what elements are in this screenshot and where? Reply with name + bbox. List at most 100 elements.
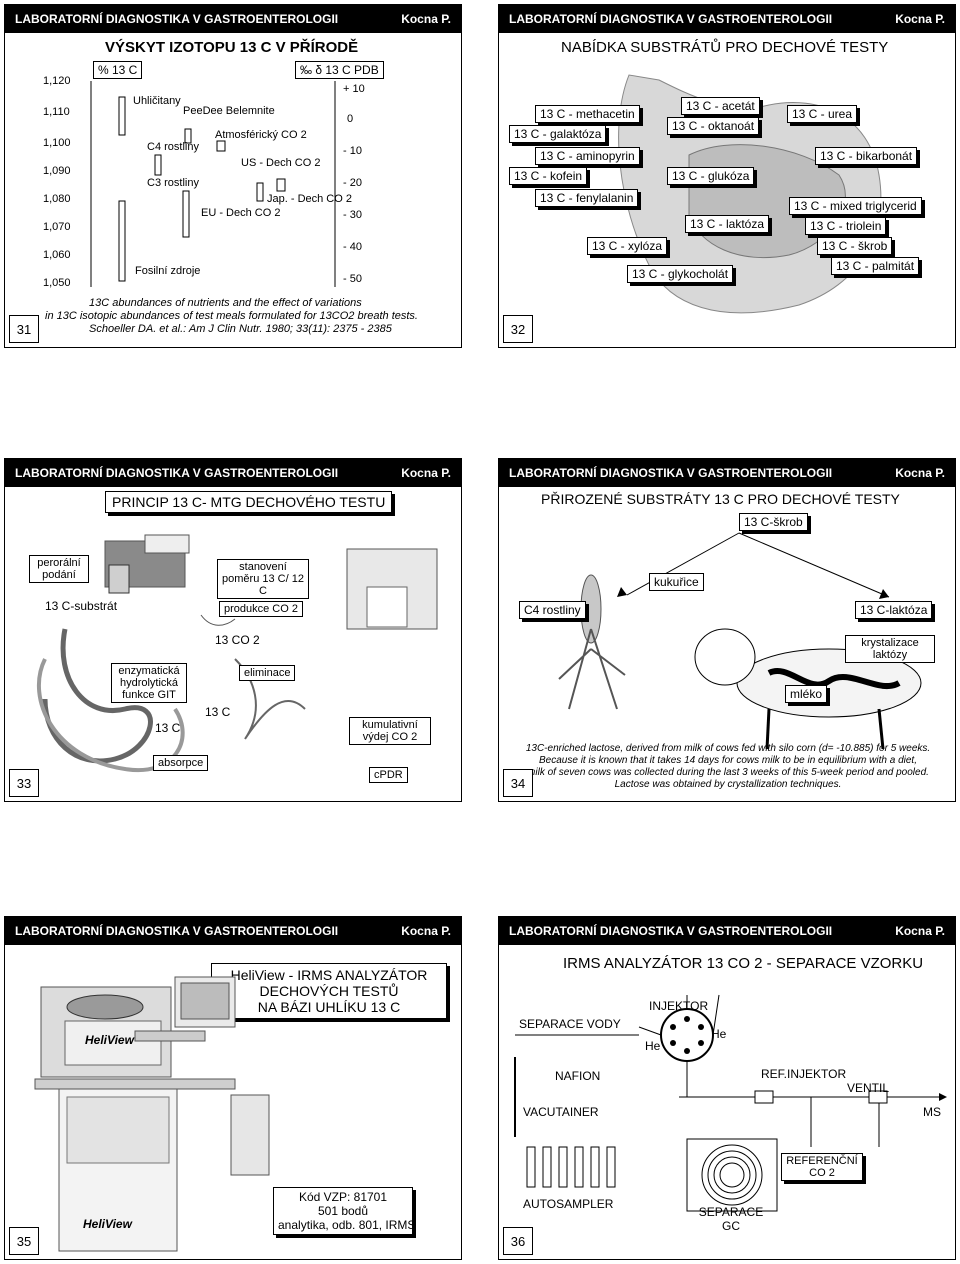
slide-header: LABORATORNÍ DIAGNOSTIKA V GASTROENTEROLO… [499, 459, 955, 487]
water-separation-label: SEPARACE VODY [519, 1017, 621, 1031]
right-tick: - 10 [343, 145, 362, 157]
substrate-glucose: 13 C - glukóza [667, 167, 755, 185]
right-tick: 0 [347, 113, 354, 125]
c13-blood: 13 C [205, 705, 231, 719]
right-tick: - 20 [343, 177, 362, 189]
slide-number: 34 [503, 769, 533, 797]
header-title: LABORATORNÍ DIAGNOSTIKA V GASTROENTEROLO… [15, 12, 339, 26]
left-tick: 1,110 [43, 106, 70, 118]
left-tick: 1,100 [43, 137, 71, 149]
code-line: analytika, odb. 801, IRMS [278, 1218, 416, 1232]
slide-35: LABORATORNÍ DIAGNOSTIKA V GASTROENTEROLO… [4, 916, 462, 1260]
label-pdb: PeeDee Belemnite [183, 105, 275, 117]
substrate-triolein: 13 C - triolein [805, 217, 887, 235]
label-carbonates: Uhličitany [133, 95, 181, 107]
label-eu: EU - Dech CO 2 [201, 207, 281, 219]
header-title: LABORATORNÍ DIAGNOSTIKA V GASTROENTEROLO… [15, 924, 339, 938]
substrate-mixed-triglyceride: 13 C - mixed triglycerid [789, 197, 922, 215]
slide-title: NABÍDKA SUBSTRÁTŮ PRO DECHOVÉ TESTY [561, 39, 889, 56]
oral-administration: perorální podání [29, 555, 89, 583]
enzymatic-function: enzymatická hydrolytická funkce GIT [111, 663, 187, 703]
nafion-label: NAFION [555, 1069, 601, 1083]
cumulative-output: kumulativní výdej CO 2 [349, 717, 431, 745]
ms-label: MS [923, 1105, 941, 1119]
label-fossil: Fosilní zdroje [135, 265, 201, 277]
title-line: DECHOVÝCH TESTŮ [259, 983, 399, 999]
slide-title: PRINCIP 13 C- MTG DECHOVÉHO TESTU [105, 491, 393, 513]
caption: Lactose was obtained by crystallization … [614, 779, 842, 790]
left-tick: 1,080 [43, 193, 71, 205]
left-tick: 1,090 [43, 165, 71, 177]
test-principle-drawing [36, 534, 438, 773]
slide-header: LABORATORNÍ DIAGNOSTIKA V GASTROENTEROLO… [499, 917, 955, 945]
vacutainer-label: VACUTAINER [523, 1105, 599, 1119]
helium-label: He [711, 1027, 727, 1041]
separation-diagram [514, 994, 947, 1212]
slide-32: LABORATORNÍ DIAGNOSTIKA V GASTROENTEROLO… [498, 4, 956, 348]
slide-33: LABORATORNÍ DIAGNOSTIKA V GASTROENTEROLO… [4, 458, 462, 802]
slide-header: LABORATORNÍ DIAGNOSTIKA V GASTROENTEROLO… [5, 459, 461, 487]
title-line: NA BÁZI UHLÍKU 13 C [257, 999, 401, 1015]
substrate-caffeine: 13 C - kofein [509, 167, 588, 185]
reference-co2: REFERENČNÍ CO 2 [781, 1153, 863, 1181]
slide-title: PŘIROZENÉ SUBSTRÁTY 13 C PRO DECHOVÉ TES… [541, 491, 900, 507]
left-tick: 1,070 [43, 221, 71, 233]
cpdr-label: cPDR [369, 767, 408, 783]
slide-title: IRMS ANALYZÁTOR 13 CO 2 - SEPARACE VZORK… [563, 955, 924, 972]
right-tick: - 30 [343, 209, 362, 221]
substrate-aminopyrin: 13 C - aminopyrin [535, 147, 640, 165]
substrate-phenylalanine: 13 C - fenylalanin [535, 189, 639, 207]
crystallization-box: krystalizace laktózy [845, 635, 935, 663]
header-author: Kocna P. [895, 12, 945, 26]
caption: milk of seven cows was collected during … [527, 767, 929, 778]
header-title: LABORATORNÍ DIAGNOSTIKA V GASTROENTEROLO… [509, 12, 833, 26]
label-c4: C4 rostliny [147, 141, 199, 153]
injector-label: INJEKTOR [649, 999, 709, 1013]
insurance-code: Kód VZP: 81701 501 bodů analytika, odb. … [273, 1187, 416, 1235]
left-tick: 1,050 [43, 277, 71, 289]
caption: in 13C isotopic abundances of test meals… [45, 310, 418, 322]
milk-box: mléko [785, 685, 828, 703]
corn-box: kukuřice [649, 573, 704, 591]
substrate-octanoate: 13 C - oktanoát [667, 117, 760, 135]
analyzer-photo [34, 976, 270, 1252]
isotope-chart [90, 81, 336, 287]
substrate-starch: 13 C - škrob [817, 237, 893, 255]
ref-injector-label: REF.INJEKTOR [761, 1067, 847, 1081]
brand-label: HeliView [83, 1217, 132, 1231]
corn-cow-drawing [558, 532, 922, 750]
slide-number: 36 [503, 1227, 533, 1255]
slide-number: 33 [9, 769, 39, 797]
right-tick: - 40 [343, 241, 362, 253]
valve-label: VENTIL [847, 1081, 890, 1095]
substrate-bicarbonate: 13 C - bikarbonát [815, 147, 918, 165]
slide-34: LABORATORNÍ DIAGNOSTIKA V GASTROENTEROLO… [498, 458, 956, 802]
slide-number: 31 [9, 315, 39, 343]
label-jap: Jap. - Dech CO 2 [267, 193, 352, 205]
substrate-palmitate: 13 C - palmitát [831, 257, 920, 275]
left-tick: 1,120 [43, 75, 71, 87]
header-author: Kocna P. [401, 924, 451, 938]
co2-production: produkce CO 2 [219, 601, 303, 617]
substrate-lactose: 13 C - laktóza [685, 215, 770, 233]
left-axis-label: % 13 C [93, 61, 143, 79]
left-tick: 1,060 [43, 249, 71, 261]
header-author: Kocna P. [401, 466, 451, 480]
substrate-urea: 13 C - urea [787, 105, 858, 123]
title-line: HeliView - IRMS ANALYZÁTOR [230, 967, 428, 983]
c4-box: C4 rostliny [519, 601, 586, 619]
substrate-xylose: 13 C - xylóza [587, 237, 668, 255]
label-c3: C3 rostliny [147, 177, 199, 189]
substrate-acetate: 13 C - acetát [681, 97, 760, 115]
code-line: Kód VZP: 81701 [298, 1190, 388, 1204]
slide-number: 35 [9, 1227, 39, 1255]
co2-label: 13 CO 2 [215, 633, 260, 647]
header-title: LABORATORNÍ DIAGNOSTIKA V GASTROENTEROLO… [15, 466, 339, 480]
label-atmospheric: Atmosférický CO 2 [215, 129, 307, 141]
header-author: Kocna P. [895, 924, 945, 938]
slide-number: 32 [503, 315, 533, 343]
c13-gut: 13 C [155, 721, 181, 735]
header-title: LABORATORNÍ DIAGNOSTIKA V GASTROENTEROLO… [509, 924, 833, 938]
substrate-methacetin: 13 C - methacetin [535, 105, 640, 123]
autosampler-label: AUTOSAMPLER [523, 1197, 614, 1211]
